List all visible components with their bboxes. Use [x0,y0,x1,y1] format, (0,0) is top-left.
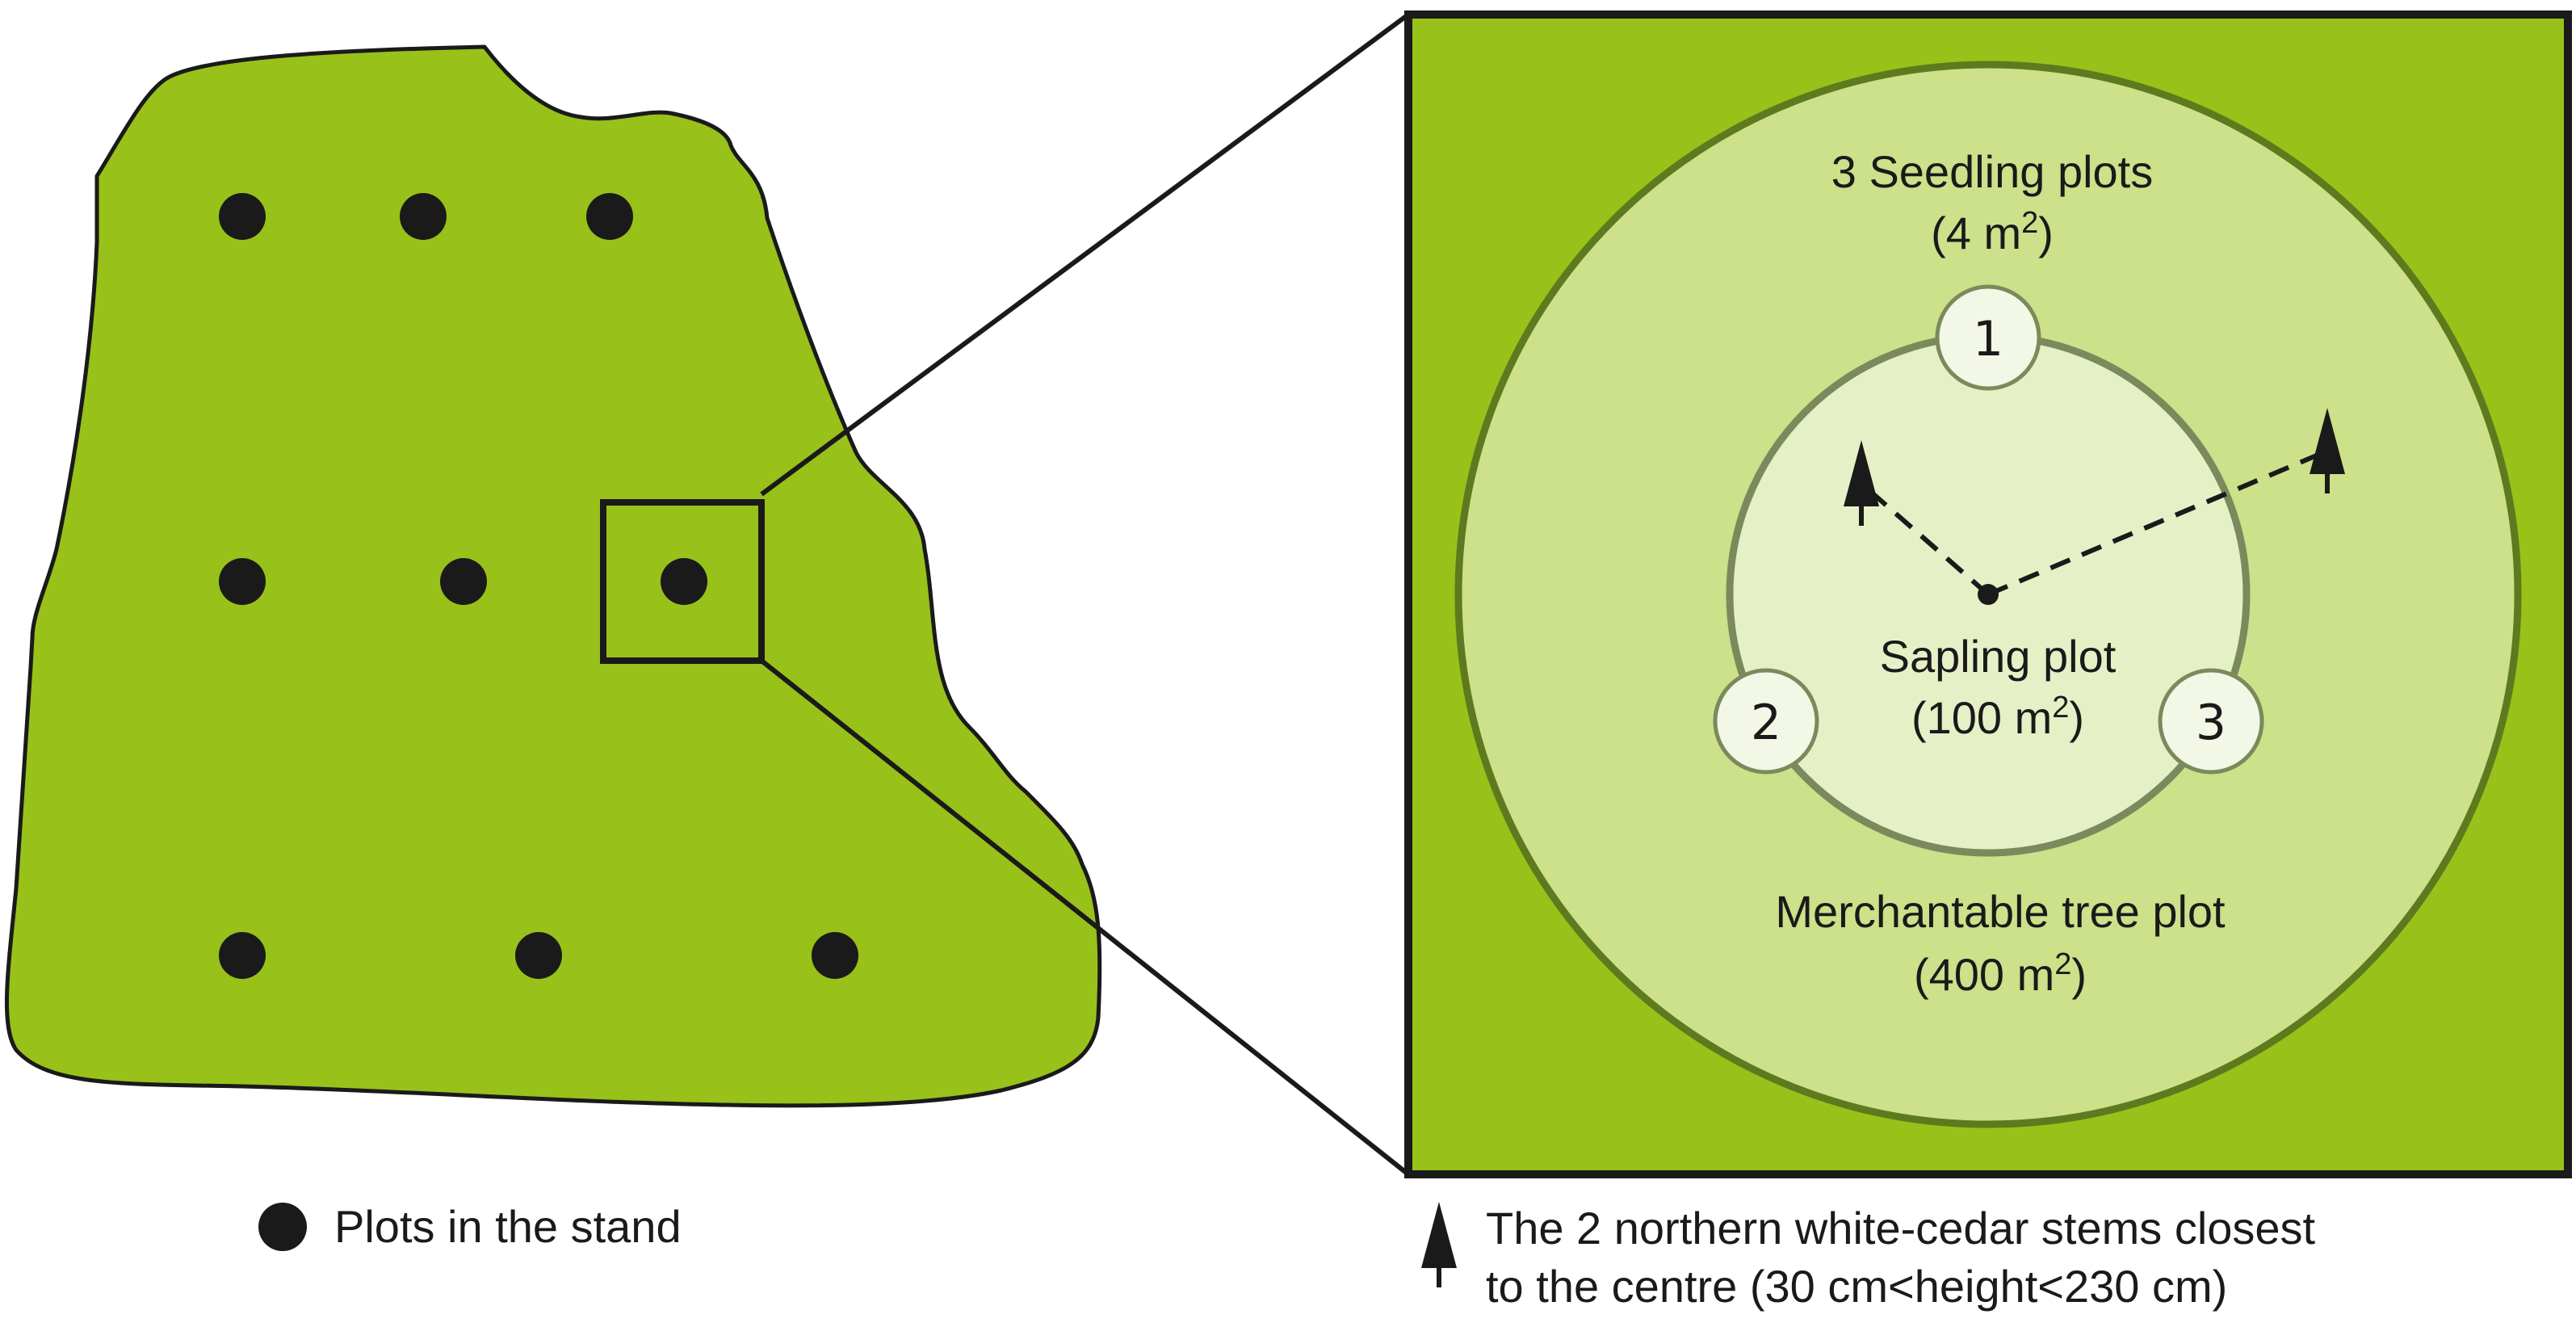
seedling-plot-number: 1 [1973,311,2003,367]
plot-marker [440,558,487,605]
plot-centre-point [1978,584,1999,605]
tree-arrow-icon [1421,1202,1457,1287]
legend-cedar-line2: to the centre (30 cm<height<230 cm) [1486,1261,2227,1312]
sapling-plot-area: (100 m2) [1911,691,2084,743]
seedling-plots-title: 3 Seedling plots [1831,146,2154,197]
seedling-plots-area: (4 m2) [1931,206,2054,258]
seedling-plot-1: 1 [1935,284,2041,391]
merchantable-plot-title: Merchantable tree plot [1775,886,2226,937]
legend-plots-label: Plots in the stand [334,1201,682,1252]
tree-arrow-icon [1844,440,1879,526]
stand-plot-markers [219,193,858,979]
sapling-plot-title: Sapling plot [1880,631,2117,682]
merchantable-plot-area: (400 m2) [1914,947,2087,1000]
zoom-line-bottom [760,658,1410,1177]
seedling-plot-circle [2158,668,2264,775]
seedling-plot-circle [1713,668,1819,775]
legend-cedar-line1: The 2 northern white-cedar stems closest [1486,1203,2316,1254]
plot-marker [515,932,562,979]
plot-marker [586,193,633,240]
filled-circle-icon [258,1203,307,1251]
forest-stand-shape [4,44,1102,1108]
selected-plot-box [600,499,765,664]
distance-line-right [1987,450,2326,597]
plot-marker [400,193,447,240]
plot-marker [219,932,266,979]
plot-marker [812,932,858,979]
seedling-plot-3: 3 [2158,668,2264,775]
seedling-plot-2: 2 [1713,668,1819,775]
zoom-line-top [760,12,1410,497]
seedling-plot-circle [1935,284,2041,391]
seedling-plot-number: 3 [2196,695,2226,751]
plot-marker [219,193,266,240]
tree-arrow-icon [2310,408,2345,493]
plot-marker [219,558,266,605]
distance-line-left [1870,490,1990,597]
seedling-plot-number: 2 [1751,695,1781,751]
plot-marker [661,558,707,605]
